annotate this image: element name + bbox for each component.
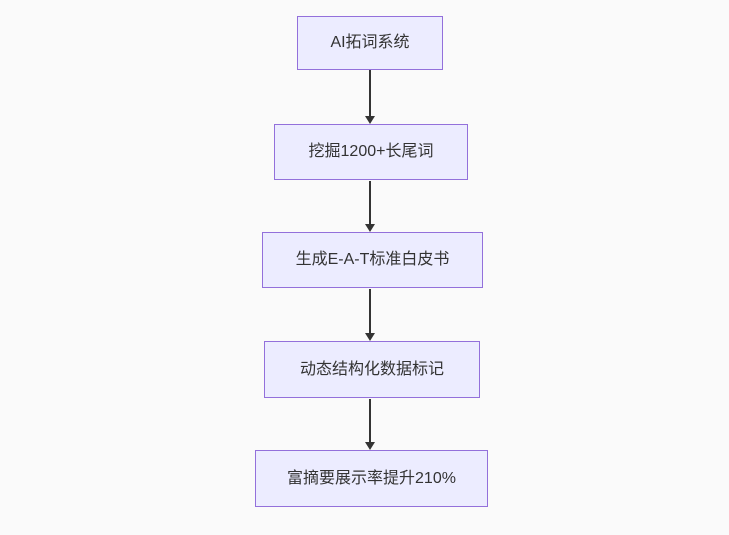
arrowhead-down-icon bbox=[365, 116, 375, 124]
node-label: AI拓词系统 bbox=[330, 34, 410, 52]
arrowhead-down-icon bbox=[365, 224, 375, 232]
node-label: 生成E-A-T标准白皮书 bbox=[295, 251, 450, 269]
arrowhead-down-icon bbox=[365, 442, 375, 450]
arrow-line bbox=[369, 399, 371, 443]
flowchart-node-longtail-keywords: 挖掘1200+长尾词 bbox=[274, 124, 468, 180]
node-label: 富摘要展示率提升210% bbox=[287, 469, 456, 487]
flowchart-node-structured-data-markup: 动态结构化数据标记 bbox=[264, 341, 480, 398]
flowchart-node-eat-whitepaper: 生成E-A-T标准白皮书 bbox=[262, 232, 483, 288]
node-label: 挖掘1200+长尾词 bbox=[308, 143, 434, 161]
node-label: 动态结构化数据标记 bbox=[299, 360, 444, 378]
flowchart-node-ai-word-expansion: AI拓词系统 bbox=[297, 16, 443, 70]
arrowhead-down-icon bbox=[365, 333, 375, 341]
arrow-line bbox=[369, 70, 371, 117]
arrow-line bbox=[369, 181, 371, 225]
arrow-line bbox=[369, 289, 371, 334]
flowchart-node-rich-snippet-rate: 富摘要展示率提升210% bbox=[255, 450, 488, 507]
